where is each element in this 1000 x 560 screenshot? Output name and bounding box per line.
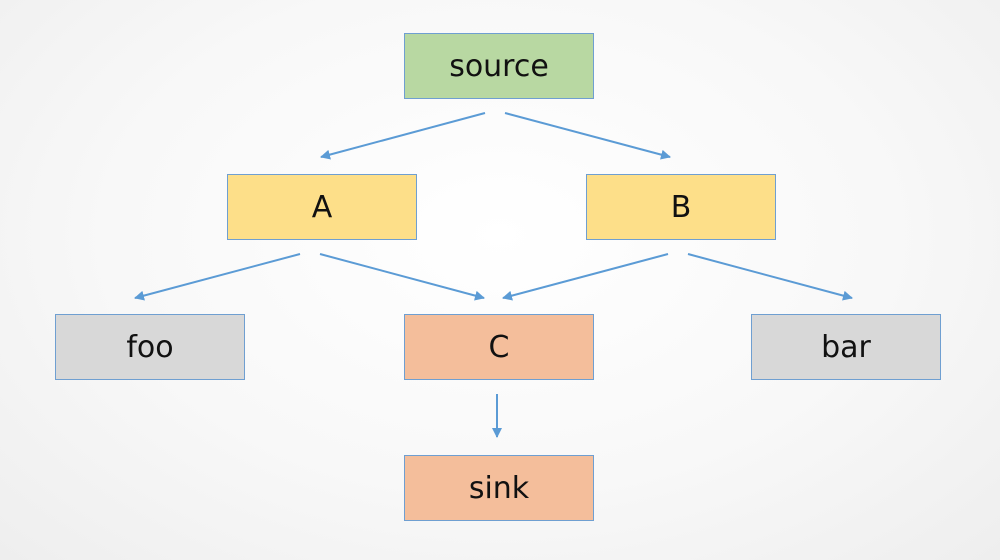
node-bar: bar [751, 314, 941, 380]
node-c-label: C [488, 329, 510, 365]
edge-source-to-b [504, 112, 671, 160]
edge-a-to-c [319, 253, 485, 301]
node-a: A [227, 174, 417, 240]
edge-b-to-c [502, 253, 669, 301]
node-c: C [404, 314, 594, 380]
node-sink-label: sink [468, 470, 530, 506]
node-foo: foo [55, 314, 245, 380]
node-foo-label: foo [126, 329, 174, 365]
node-sink: sink [404, 455, 594, 521]
node-b: B [586, 174, 776, 240]
edge-b-to-bar [687, 253, 853, 301]
node-a-label: A [311, 189, 333, 225]
node-source: source [404, 33, 594, 99]
node-bar-label: bar [821, 329, 871, 365]
edge-source-to-a [320, 112, 486, 160]
edge-a-to-foo [134, 253, 301, 301]
node-source-label: source [449, 48, 549, 84]
node-b-label: B [670, 189, 692, 225]
